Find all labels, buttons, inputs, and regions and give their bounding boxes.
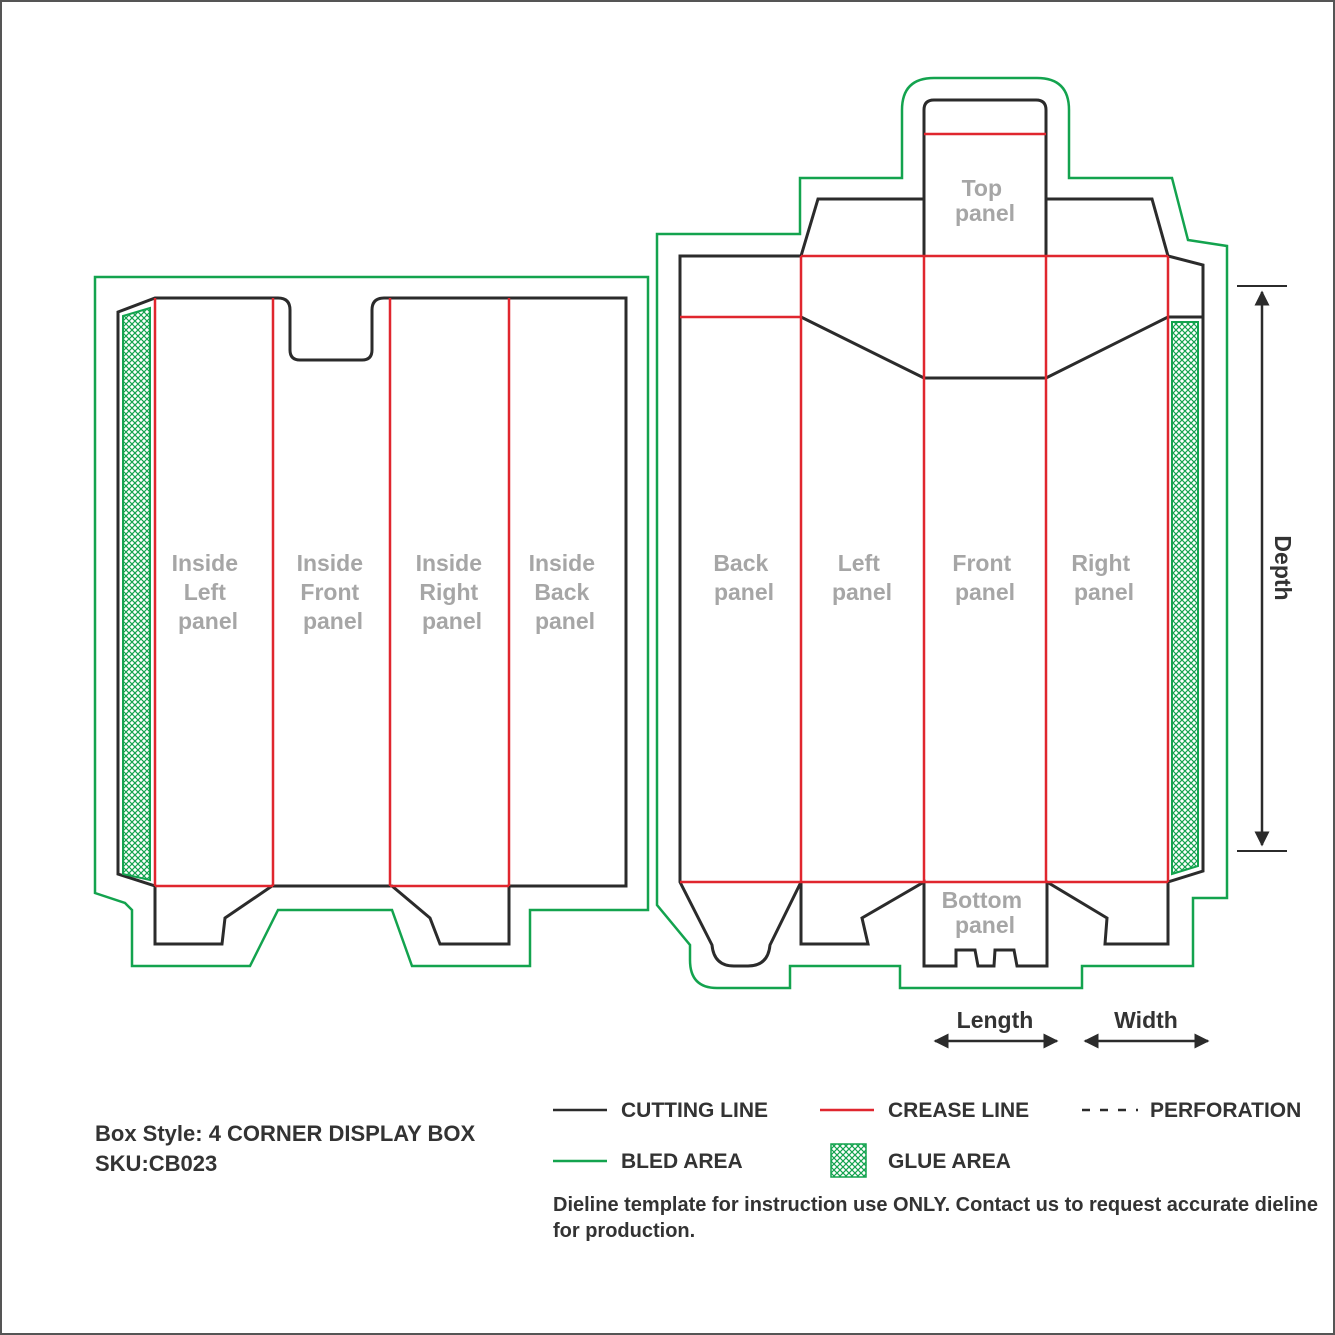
- right-piece-cut-outline: [678, 98, 1205, 968]
- bled-area-label: BLED AREA: [621, 1150, 743, 1173]
- disclaimer-line-1: Dieline template for instruction use ONL…: [553, 1194, 1318, 1216]
- left-piece-cut-outline: [116, 296, 628, 946]
- legend: CUTTING LINE CREASE LINE PERFORATION BLE…: [553, 1099, 1301, 1178]
- dust-flap-cut: [800, 315, 1169, 380]
- left-piece: [93, 275, 650, 968]
- glue-area-swatch: [830, 1143, 867, 1178]
- right-glue-area: [1171, 321, 1199, 876]
- left-piece-bleed-outline: [93, 275, 650, 968]
- top-panel-label: Top panel: [955, 175, 1015, 226]
- bottom-panel-label: Bottom panel: [942, 887, 1029, 938]
- perforation-label: PERFORATION: [1150, 1099, 1301, 1122]
- depth-dimension: Depth: [1237, 285, 1296, 852]
- sku-label: SKU:CB023: [95, 1151, 218, 1176]
- glue-area-label: GLUE AREA: [888, 1150, 1011, 1173]
- right-piece: [655, 76, 1229, 990]
- width-label: Width: [1114, 1007, 1178, 1033]
- front-panel-label: Front panel: [952, 550, 1017, 605]
- depth-label: Depth: [1270, 535, 1296, 600]
- right-panel-label: Right panel: [1071, 550, 1136, 605]
- inside-right-panel-label: Inside Right panel: [416, 550, 489, 634]
- crease-line-label: CREASE LINE: [888, 1099, 1029, 1122]
- inside-left-panel-label: Inside Left panel: [172, 550, 245, 634]
- left-panel-label: Left panel: [832, 550, 892, 605]
- left-glue-area: [122, 306, 151, 882]
- right-piece-bleed-outline: [655, 76, 1229, 990]
- length-label: Length: [957, 1007, 1034, 1033]
- length-dimension: Length: [933, 1007, 1059, 1049]
- inside-back-panel-label: Inside Back panel: [529, 550, 602, 634]
- box-style-label: Box Style: 4 CORNER DISPLAY BOX: [95, 1121, 476, 1146]
- cutting-line-label: CUTTING LINE: [621, 1099, 768, 1122]
- back-panel-label: Back panel: [713, 550, 774, 605]
- width-dimension: Width: [1083, 1007, 1210, 1049]
- disclaimer-line-2: for production.: [553, 1220, 696, 1242]
- inside-front-panel-label: Inside Front panel: [297, 550, 370, 634]
